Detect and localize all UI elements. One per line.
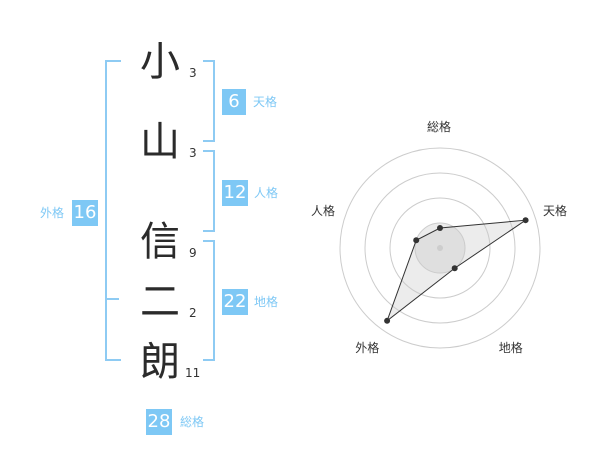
radar-ring-3 — [364, 172, 516, 324]
stroke-count-1: 3 — [189, 66, 197, 80]
stroke-count-2: 3 — [189, 146, 197, 160]
soukaku-label: 総格 — [180, 415, 205, 429]
soukaku-badge: 28 — [146, 409, 172, 435]
stroke-count-5: 11 — [185, 366, 201, 380]
radar-area — [386, 219, 526, 323]
radar-point-2 — [451, 265, 458, 272]
radar-axis-label-2: 地格 — [498, 340, 523, 355]
radar-point-4 — [413, 237, 420, 244]
jinkaku-badge: 12 — [222, 180, 248, 206]
radar-point-1 — [522, 217, 529, 224]
name-char-2: 山 — [140, 119, 180, 165]
radar-axis-label-3: 外格 — [355, 340, 380, 355]
radar-axis-label-4: 人格 — [310, 204, 335, 219]
stroke-count-3: 9 — [189, 246, 197, 260]
gaikaku-bracket-divider — [105, 298, 119, 300]
gaikaku-badge: 16 — [72, 200, 98, 226]
gaikaku-bracket — [105, 60, 121, 361]
tenkaku-badge: 6 — [222, 89, 246, 115]
radar-point-3 — [384, 317, 391, 324]
name-char-4: 二 — [140, 279, 180, 325]
jinkaku-label: 人格 — [254, 186, 279, 200]
tenkaku-bracket — [203, 60, 215, 142]
radar-center — [437, 245, 443, 251]
radar-axis-label-0: 総格 — [427, 120, 452, 134]
name-char-3: 信 — [140, 219, 180, 265]
radar-point-0 — [437, 225, 443, 231]
jinkaku-bracket — [203, 150, 215, 232]
radar-ring-2 — [389, 197, 491, 299]
name-char-5: 朗 — [140, 339, 180, 385]
stroke-count-4: 2 — [189, 306, 197, 320]
tenkaku-label: 天格 — [253, 95, 278, 109]
radar-ring-4 — [339, 147, 541, 349]
chikaku-label: 地格 — [254, 295, 279, 309]
chikaku-bracket — [203, 240, 215, 361]
chikaku-badge: 22 — [222, 289, 248, 315]
gaikaku-label: 外格 — [40, 206, 65, 220]
name-char-1: 小 — [140, 39, 180, 85]
radar-axis-label-1: 天格 — [543, 204, 568, 219]
